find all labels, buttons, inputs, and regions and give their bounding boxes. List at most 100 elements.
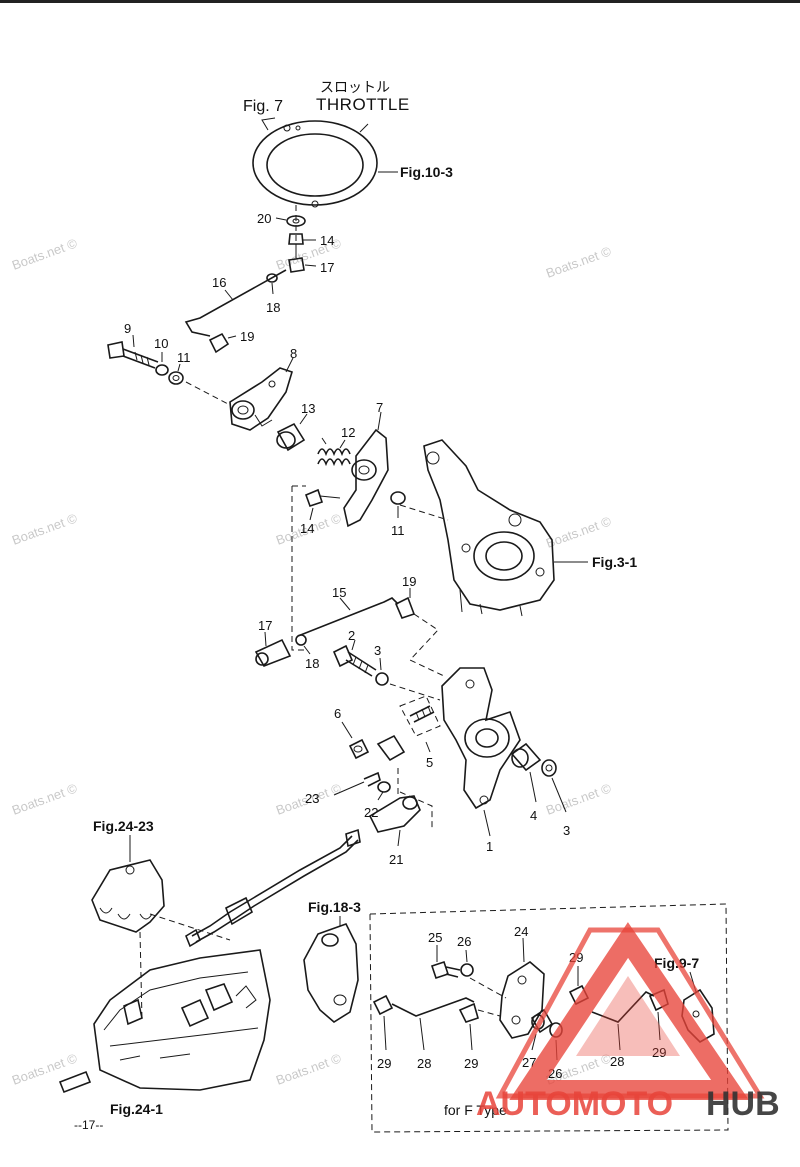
washer-26 <box>460 963 474 977</box>
callout-23: 23 <box>305 791 319 806</box>
callout-13: 13 <box>301 401 315 416</box>
rod-28-b <box>591 991 655 1023</box>
callout-4: 4 <box>530 808 537 823</box>
callout-14-lower: 14 <box>300 521 314 536</box>
clip-29-b <box>372 994 394 1016</box>
logo-text-red: AUTOMOTO <box>476 1085 673 1123</box>
callout-6: 6 <box>334 706 341 721</box>
callout-16: 16 <box>212 275 226 290</box>
link-piece <box>376 734 406 762</box>
cable-joint-21 <box>368 795 421 833</box>
bracket-fig-24-23 <box>91 859 165 933</box>
lower-housing-fig-24-1 <box>58 949 271 1094</box>
logo-text-dark: HUB <box>706 1085 780 1123</box>
washer-3-lower <box>541 759 557 777</box>
callout-22: 22 <box>364 805 378 820</box>
watermark: Boats.net © <box>274 1050 344 1088</box>
clip-29-c <box>458 1002 479 1023</box>
throttle-lever-7 <box>343 428 389 528</box>
screw-14-lower <box>304 488 341 508</box>
throttle-cable <box>185 828 361 948</box>
watermark: Boats.net © <box>544 513 614 551</box>
page-number: --17-- <box>74 1118 103 1132</box>
callout-19: 19 <box>240 329 254 344</box>
page-title: THROTTLE <box>316 95 410 114</box>
title-japanese: スロットル <box>320 79 390 95</box>
pivot-stack-upper <box>286 205 306 273</box>
callout-24: 24 <box>514 924 528 939</box>
bolt-25 <box>430 960 461 980</box>
inset-caption: for F Type <box>444 1102 507 1118</box>
washer-18-lower <box>295 634 307 646</box>
spring-12 <box>317 437 351 467</box>
link-end-17-lower <box>254 638 292 667</box>
callout-9: 9 <box>124 321 131 336</box>
bolt-9 <box>107 341 159 369</box>
washer-11 <box>168 371 184 385</box>
watermark: Boats.net © <box>544 780 614 818</box>
ref-fig-3-1: Fig.3-1 <box>592 554 637 570</box>
bolt-2 <box>332 644 377 677</box>
callout-3-lower: 3 <box>563 823 570 838</box>
callout-19-lower: 19 <box>402 574 416 589</box>
callout-11: 11 <box>177 350 191 365</box>
watermark: Boats.net © <box>544 243 614 281</box>
washer-22 <box>377 781 391 793</box>
throttle-rod-15 <box>297 596 416 637</box>
washer-11-lower <box>390 491 406 505</box>
ref-fig-24-23: Fig.24-23 <box>93 818 154 834</box>
f-type-inset-frame <box>369 903 729 1133</box>
callout-17: 17 <box>320 260 334 275</box>
watermark: Boats.net © <box>10 510 80 548</box>
clip-19 <box>208 332 230 354</box>
callout-26: 26 <box>457 934 471 949</box>
callout-25: 25 <box>428 930 442 945</box>
washer-10 <box>155 364 169 376</box>
carburetor-bracket <box>423 439 555 617</box>
ref-fig-24-1: Fig.24-1 <box>110 1101 163 1117</box>
callout-3-upper: 3 <box>374 643 381 658</box>
callout-28-a: 28 <box>417 1056 431 1071</box>
bracket-fig-18-3 <box>303 923 359 1023</box>
watermark: Boats.net © <box>10 780 80 818</box>
figure-number: Fig. 7 <box>243 98 283 115</box>
automotohub-logo: AUTOMOTO HUB <box>476 922 780 1123</box>
callout-1: 1 <box>486 839 493 854</box>
throttle-lever-bracket-1 <box>441 667 521 810</box>
washer-3-upper <box>375 672 389 686</box>
callout-14: 14 <box>320 233 334 248</box>
callout-15: 15 <box>332 585 346 600</box>
callout-18: 18 <box>266 300 280 315</box>
cotter-pin-23 <box>363 771 381 787</box>
bracket-24 <box>499 961 545 1039</box>
watermark: Boats.net © <box>10 1050 80 1088</box>
callout-17-lower: 17 <box>258 618 272 633</box>
callout-29-d: 29 <box>652 1045 666 1060</box>
callout-8: 8 <box>290 346 297 361</box>
watermark: Boats.net © <box>10 235 80 273</box>
throttle-rod-16 <box>184 269 287 337</box>
rod-28-a <box>391 997 475 1017</box>
ref-fig-10-3: Fig.10-3 <box>400 164 453 180</box>
ref-fig-18-3: Fig.18-3 <box>308 899 361 915</box>
collar-4 <box>510 742 542 772</box>
callout-29-c: 29 <box>464 1056 478 1071</box>
callout-5: 5 <box>426 755 433 770</box>
callout-18-lower: 18 <box>305 656 319 671</box>
nut-6 <box>348 738 370 760</box>
throttle-cam-8 <box>229 367 293 431</box>
scan-top-edge <box>0 0 800 3</box>
ring-gasket-part <box>252 117 378 208</box>
collar-13 <box>276 422 306 452</box>
callout-29-b: 29 <box>377 1056 391 1071</box>
callout-7: 7 <box>376 400 383 415</box>
callout-28-b: 28 <box>610 1054 624 1069</box>
callout-11-lower: 11 <box>391 523 405 538</box>
callout-12: 12 <box>341 425 355 440</box>
callout-21: 21 <box>389 852 403 867</box>
callout-20: 20 <box>257 211 271 226</box>
callout-10: 10 <box>154 336 168 351</box>
callout-2: 2 <box>348 628 355 643</box>
stud-5 <box>399 695 441 737</box>
